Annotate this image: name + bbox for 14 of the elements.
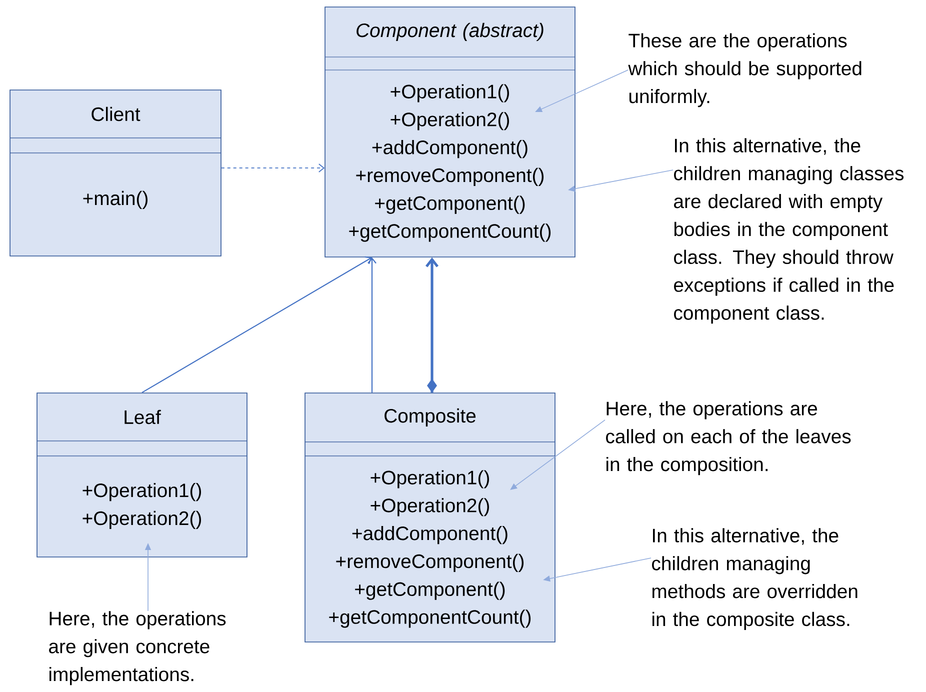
composition-arrow [425, 257, 439, 393]
note-text: Here, the operations are called on each of the leaves in the composition. [606, 401, 851, 476]
note-text: In this alternative, the children managing methods are overridden in the composite class. [652, 528, 858, 630]
inheritance-arrow [510, 420, 606, 490]
class-box: Component (abstract) +Operation1() +Operation2() +addComponent() +removeComponent() +getComponent() +getComponentCount() [324, 6, 576, 258]
dependency-arrow [220, 164, 325, 172]
note-text: These are the operations which should be supported uniformly. [628, 33, 862, 108]
class-box: Client +main() [10, 90, 222, 256]
class-box: Composite +Operation1() +Operation2() +addComponent() +removeComponent() +getComponent() +getComponentCount() [304, 392, 556, 642]
note-text: Here, the operations are given concrete implementations. [49, 611, 226, 686]
inheritance-arrow [368, 257, 376, 393]
class-box: Leaf +Operation1() +Operation2() [36, 392, 248, 558]
inheritance-arrow [142, 256, 372, 394]
note-text: In this alternative, the children managing classes are declared with empty bodies in the component class. They should throw exceptions if called in the component class. [674, 138, 904, 324]
